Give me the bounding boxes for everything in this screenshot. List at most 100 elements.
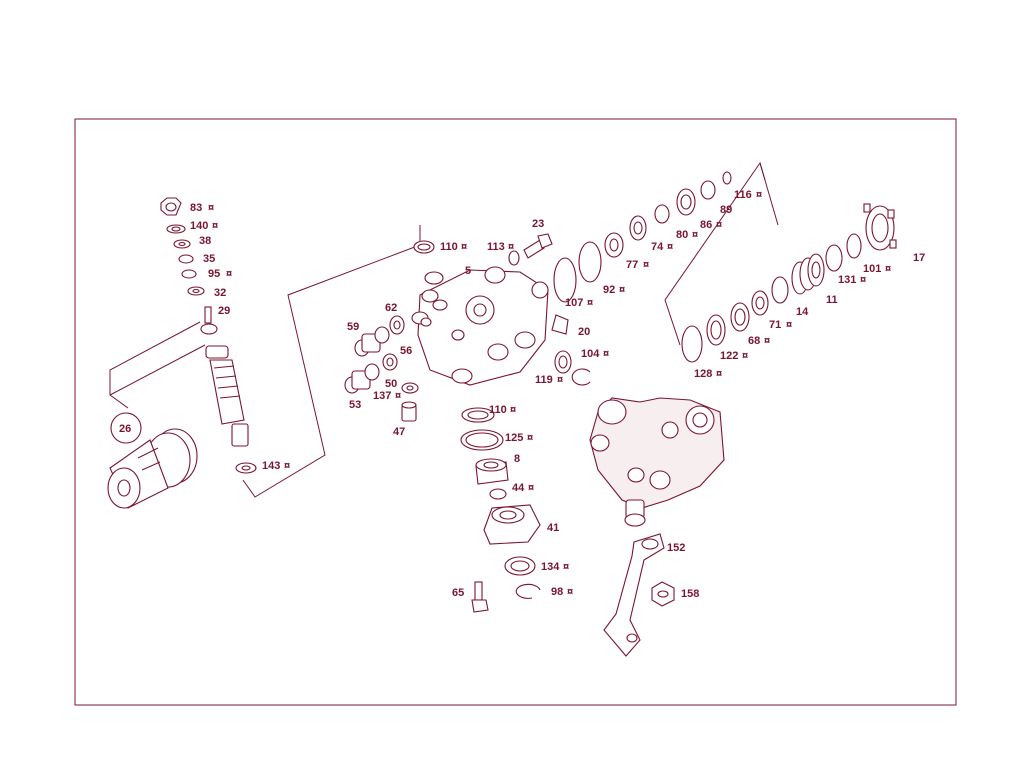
- marker-128: ¤: [716, 368, 722, 380]
- label-17: 17: [913, 252, 925, 264]
- marker-77: ¤: [643, 259, 649, 271]
- union-59: [354, 326, 390, 357]
- label-89: 89: [720, 204, 732, 216]
- label-68: 68: [748, 335, 760, 347]
- ring-131: [825, 244, 843, 272]
- plug-47: [401, 401, 417, 422]
- marker-95: ¤: [226, 268, 232, 280]
- label-23: 23: [532, 218, 544, 230]
- label-128: 128: [694, 368, 712, 380]
- marker-107: ¤: [587, 297, 593, 309]
- label-26: 26: [119, 423, 131, 435]
- marker-98: ¤: [567, 586, 573, 598]
- label-32: 32: [214, 287, 226, 299]
- bolt-23: [523, 233, 553, 259]
- marker-74: ¤: [667, 241, 673, 253]
- marker-119: ¤: [557, 374, 563, 386]
- marker-71: ¤: [786, 319, 792, 331]
- nut-83: [160, 197, 182, 216]
- label-101: 101: [863, 263, 881, 275]
- label-41: 41: [547, 522, 559, 534]
- ring-62: [389, 315, 405, 335]
- label-152: 152: [667, 542, 685, 554]
- washer-140: [166, 224, 186, 234]
- label-119: 119: [535, 374, 553, 386]
- marker-125: ¤: [527, 432, 533, 444]
- nut-158: [651, 581, 675, 607]
- ring-35: [178, 254, 194, 264]
- label-20: 20: [578, 326, 590, 338]
- label-56: 56: [400, 345, 412, 357]
- cover-41: [483, 504, 541, 545]
- label-80: 80: [676, 229, 688, 241]
- marker-134: ¤: [563, 561, 569, 573]
- marker-131: ¤: [860, 274, 866, 286]
- marker-110a: ¤: [461, 241, 467, 253]
- marker-140: ¤: [212, 220, 218, 232]
- label-122: 122: [720, 350, 738, 362]
- label-38: 38: [199, 235, 211, 247]
- label-62: 62: [385, 302, 397, 314]
- piston-11: [791, 253, 825, 295]
- snap-ring-98: [515, 583, 541, 599]
- label-44: 44: [512, 482, 525, 494]
- ring-92: [578, 241, 602, 283]
- label-47: 47: [393, 426, 405, 438]
- label-5: 5: [465, 265, 471, 277]
- label-11: 11: [826, 294, 838, 306]
- bearing-8: [475, 458, 509, 485]
- snap-ring-104: [571, 368, 591, 386]
- washer-143: [235, 462, 257, 474]
- marker-92: ¤: [619, 284, 625, 296]
- ring-116: [722, 171, 732, 185]
- ring-89: [700, 180, 716, 200]
- marker-122: ¤: [742, 350, 748, 362]
- bolt-65: [471, 581, 489, 613]
- label-92: 92: [603, 284, 615, 296]
- ring-107: [553, 257, 577, 303]
- marker-137: ¤: [395, 390, 401, 402]
- label-137: 137: [373, 390, 391, 402]
- ring-56: [382, 353, 398, 371]
- ring-77: [604, 232, 624, 258]
- label-86: 86: [700, 219, 712, 231]
- ring-125: [460, 429, 504, 451]
- label-125: 125: [505, 432, 523, 444]
- bearing-68: [730, 302, 750, 332]
- washer-38: [173, 239, 191, 249]
- label-140: 140: [190, 220, 208, 232]
- washer-32: [187, 286, 205, 296]
- marker-104: ¤: [603, 348, 609, 360]
- ring-134: [504, 556, 536, 576]
- label-116: 116: [734, 189, 752, 201]
- bracket-20: [551, 314, 569, 335]
- label-53: 53: [349, 399, 361, 411]
- housing-26: [107, 428, 198, 509]
- label-50: 50: [385, 378, 397, 390]
- marker-86: ¤: [716, 219, 722, 231]
- marker-83: ¤: [208, 202, 214, 214]
- ring-101: [846, 233, 862, 259]
- label-59: 59: [347, 321, 359, 333]
- union-53: [344, 363, 380, 394]
- ring-86: [676, 188, 696, 216]
- label-71: 71: [769, 319, 781, 331]
- marker-113: ¤: [508, 241, 514, 253]
- label-98: 98: [551, 586, 563, 598]
- callout-26: [110, 412, 142, 444]
- label-14: 14: [796, 306, 809, 318]
- marker-143: ¤: [284, 460, 290, 472]
- label-113: 113: [487, 241, 505, 253]
- label-104: 104: [581, 348, 600, 360]
- label-83: 83: [190, 202, 202, 214]
- diagram-frame: [74, 118, 957, 706]
- marker-110b: ¤: [510, 404, 516, 416]
- washer-137: [401, 382, 419, 394]
- marker-80: ¤: [692, 229, 698, 241]
- ring-14: [771, 276, 789, 304]
- washer-44: [489, 488, 507, 500]
- label-143: 143: [262, 460, 280, 472]
- stud-29: [200, 306, 218, 335]
- ring-122: [706, 314, 726, 346]
- worm-shaft: [205, 345, 249, 447]
